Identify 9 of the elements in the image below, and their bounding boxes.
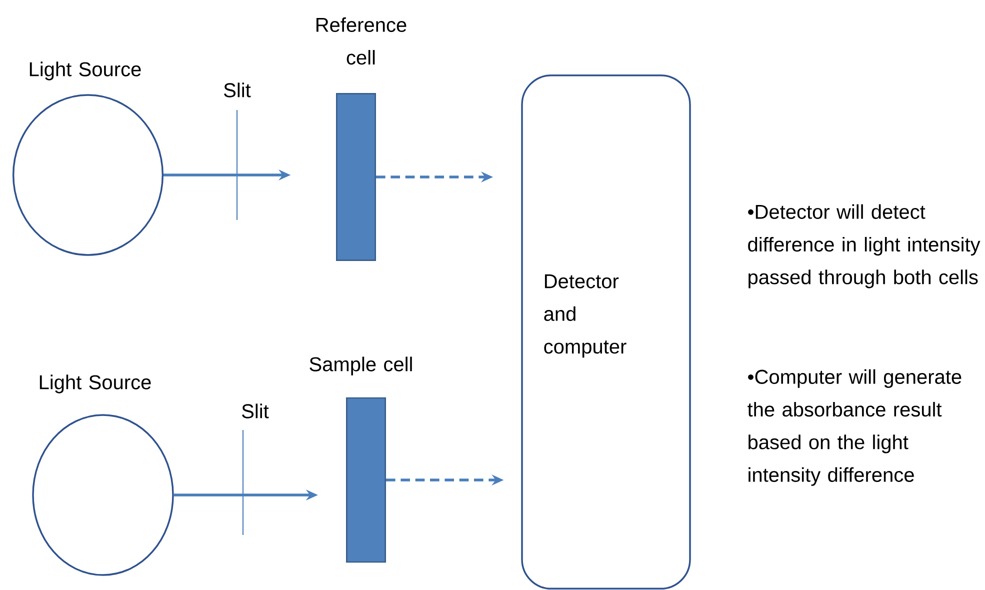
heading: Light Source [40,374,151,394]
heading: Light Source [30,62,141,80]
note-text: •Detector will detect difference in light intensity passed through both cells [748,204,980,288]
slit-label: Slit [224,82,251,98]
slit-label: Slit [242,404,269,418]
box-label: Detector and computer [544,274,626,358]
note-text: •Computer will generate the absorbance result based on the light intensity difference [748,369,962,486]
heading: Reference cell [316,17,406,65]
heading: Sample cell [310,356,412,376]
